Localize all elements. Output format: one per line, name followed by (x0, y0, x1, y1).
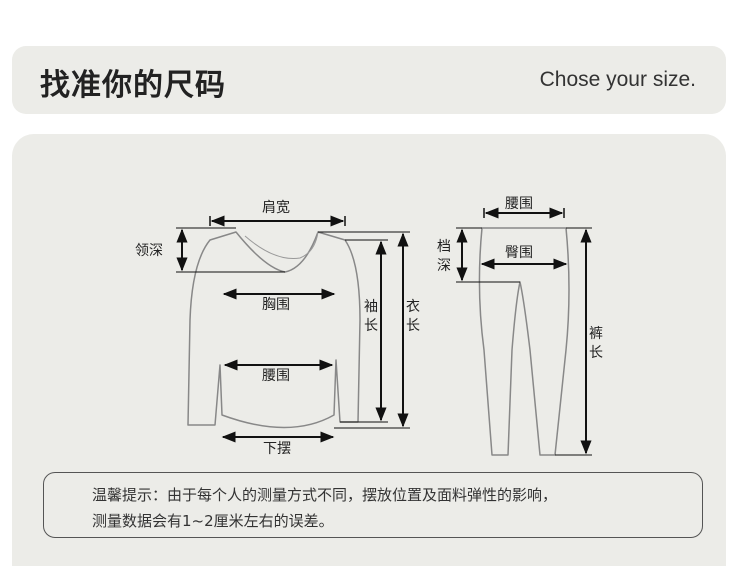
hip-label: 臀围 (505, 245, 533, 261)
tip-box (43, 472, 703, 538)
top-length-label: 衣长 (406, 299, 420, 334)
pants-outline (478, 227, 570, 456)
hem-label: 下摆 (263, 441, 291, 457)
top-waist-label: 腰围 (262, 368, 290, 384)
page-subtitle: Chose your size. (539, 68, 696, 91)
neck-depth-label: 领深 (135, 243, 163, 259)
page-title: 找准你的尺码 (40, 68, 226, 103)
tip-line-1: 温馨提示：由于每个人的测量方式不同，摆放位置及面料弹性的影响， (92, 486, 558, 504)
top-garment-outline (187, 231, 361, 429)
sleeve-length-label: 袖长 (364, 299, 378, 334)
header-bar: 找准你的尺码 Chose your size. (12, 46, 726, 114)
rise-label: 档深 (437, 239, 451, 274)
chest-label: 胸围 (262, 297, 290, 313)
pants-waist-label: 腰围 (505, 196, 533, 212)
pants-length-label: 裤长 (589, 326, 603, 361)
shoulder-width-label: 肩宽 (262, 200, 290, 216)
tip-line-2: 测量数据会有1~2厘米左右的误差。 (92, 512, 334, 530)
